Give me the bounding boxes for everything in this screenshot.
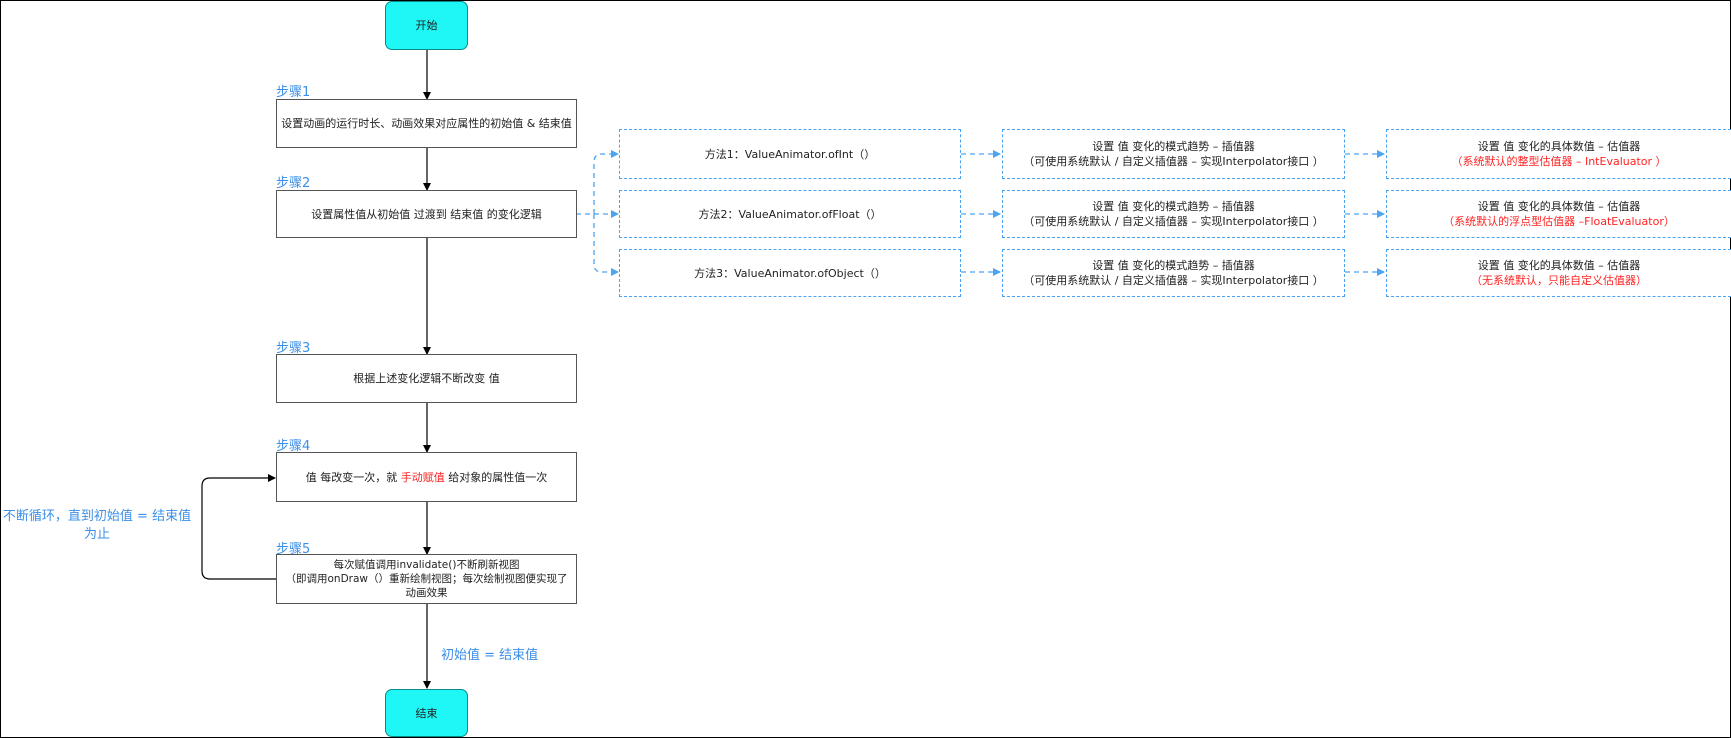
step2-label: 步骤2: [276, 176, 311, 191]
interpolator3-box: 设置 值 变化的模式趋势 – 插值器 （可使用系统默认 / 自定义插值器 – 实…: [1002, 249, 1345, 297]
interpolator2-line2: （可使用系统默认 / 自定义插值器 – 实现Interpolator接口 ）: [1023, 215, 1324, 228]
step3-label: 步骤3: [276, 341, 311, 356]
interpolator1-line1: 设置 值 变化的模式趋势 – 插值器: [1092, 140, 1255, 153]
evaluator2-line2: （系统默认的浮点型估值器 –FloatEvaluator）: [1443, 215, 1675, 228]
step4-text-before: 值 每改变一次，就: [305, 470, 401, 484]
method3-box: 方法3：ValueAnimator.ofObject（）: [619, 249, 961, 297]
interpolator3-line1: 设置 值 变化的模式趋势 – 插值器: [1092, 259, 1255, 272]
step4-text-after: 给对象的属性值一次: [444, 470, 548, 484]
evaluator2-box: 设置 值 变化的具体数值 – 估值器 （系统默认的浮点型估值器 –FloatEv…: [1386, 190, 1731, 238]
interpolator3-line2: （可使用系统默认 / 自定义插值器 – 实现Interpolator接口 ）: [1023, 274, 1324, 287]
interpolator1-box: 设置 值 变化的模式趋势 – 插值器 （可使用系统默认 / 自定义插值器 – 实…: [1002, 129, 1345, 179]
step1-label: 步骤1: [276, 85, 311, 100]
step4-label: 步骤4: [276, 439, 311, 454]
interpolator1-line2: （可使用系统默认 / 自定义插值器 – 实现Interpolator接口 ）: [1023, 155, 1324, 168]
step5-line2: （即调用onDraw（）重新绘制视图；每次绘制视图便实现了动画效果: [285, 573, 568, 599]
method2-box: 方法2：ValueAnimator.ofFloat（）: [619, 190, 961, 238]
interpolator2-box: 设置 值 变化的模式趋势 – 插值器 （可使用系统默认 / 自定义插值器 – 实…: [1002, 190, 1345, 238]
interpolator2-line1: 设置 值 变化的模式趋势 – 插值器: [1092, 200, 1255, 213]
step1-box: 设置动画的运行时长、动画效果对应属性的初始值 & 结束值: [276, 99, 577, 148]
step5-label: 步骤5: [276, 542, 311, 557]
step4-box: 值 每改变一次，就 手动赋值 给对象的属性值一次: [276, 452, 577, 502]
evaluator3-line1: 设置 值 变化的具体数值 – 估值器: [1477, 259, 1641, 272]
evaluator3-box: 设置 值 变化的具体数值 – 估值器 （无系统默认，只能自定义估值器）: [1386, 249, 1731, 297]
evaluator3-line2: （无系统默认，只能自定义估值器）: [1471, 274, 1647, 287]
evaluator1-box: 设置 值 变化的具体数值 – 估值器 （系统默认的整型估值器 – IntEval…: [1386, 129, 1731, 179]
step4-manual-assign: 手动赋值: [400, 470, 445, 484]
evaluator2-line1: 设置 值 变化的具体数值 – 估值器: [1477, 200, 1641, 213]
loop-connector: [201, 474, 276, 580]
method1-box: 方法1：ValueAnimator.ofInt（）: [619, 129, 961, 179]
step5-box: 每次赋值调用invalidate()不断刷新视图 （即调用onDraw（）重新绘…: [276, 554, 577, 604]
evaluator1-line2: （系统默认的整型估值器 – IntEvaluator ）: [1451, 155, 1667, 168]
end-condition-label: 初始值 = 结束值: [441, 648, 539, 663]
loop-label: 不断循环，直到初始值 = 结束值为止: [2, 509, 192, 542]
start-node: 开始: [385, 1, 468, 50]
step5-line1: 每次赋值调用invalidate()不断刷新视图: [333, 559, 520, 571]
step2-box: 设置属性值从初始值 过渡到 结束值 的变化逻辑: [276, 190, 577, 238]
step3-box: 根据上述变化逻辑不断改变 值: [276, 354, 577, 403]
evaluator1-line1: 设置 值 变化的具体数值 – 估值器: [1477, 140, 1641, 153]
end-node: 结束: [385, 689, 468, 737]
